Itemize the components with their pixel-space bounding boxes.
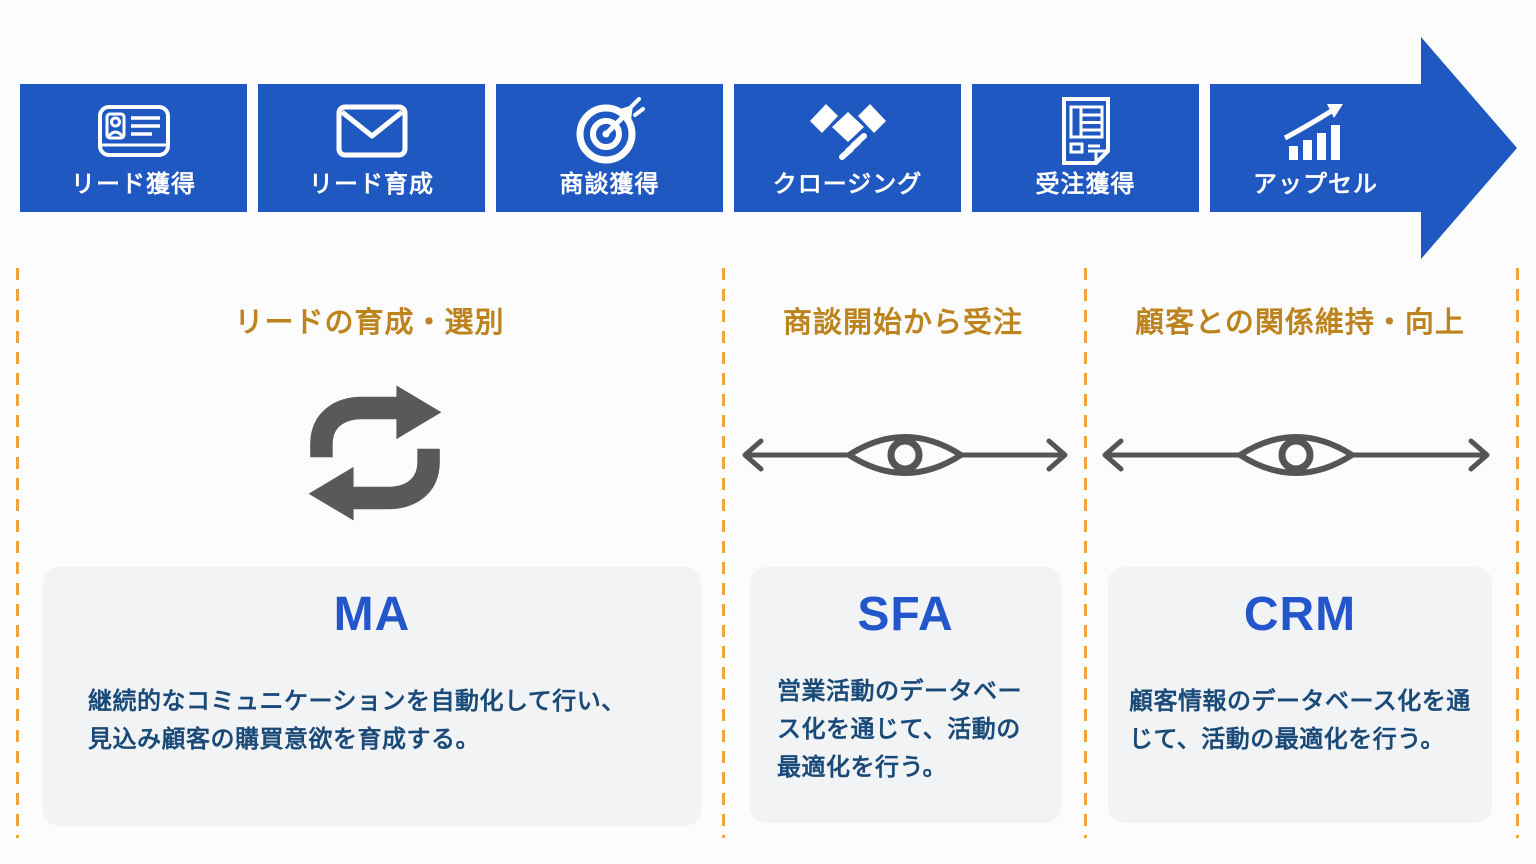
stage-label: リード獲得 bbox=[71, 171, 196, 198]
eye-range-icon bbox=[1097, 425, 1495, 485]
id-card-icon bbox=[96, 92, 172, 170]
section-title-ma: リードの育成・選別 bbox=[234, 307, 505, 339]
card-title: CRM bbox=[1243, 588, 1357, 641]
stage-lead-nurturing: リード育成 bbox=[258, 84, 485, 212]
stage-label: 商談獲得 bbox=[559, 171, 660, 198]
stage-label: クロージング bbox=[772, 171, 923, 198]
card-title: MA bbox=[333, 588, 411, 641]
card-description: 顧客情報のデータベース化を通 じて、活動の最適化を行う。 bbox=[1129, 688, 1471, 753]
flow-arrow-head bbox=[1421, 37, 1517, 259]
section-divider bbox=[722, 268, 725, 838]
card-title: SFA bbox=[857, 588, 954, 641]
stage-label: 受注獲得 bbox=[1035, 171, 1136, 198]
envelope-icon bbox=[335, 92, 409, 170]
stage-label: リード育成 bbox=[309, 171, 434, 198]
stage-deal-acquisition: 商談獲得 bbox=[496, 84, 723, 212]
stage-upsell: アップセル bbox=[1210, 84, 1421, 212]
section-title-crm: 顧客との関係維持・向上 bbox=[1135, 307, 1465, 339]
growth-chart-icon bbox=[1281, 92, 1351, 170]
card-description: 継続的なコミュニケーションを自動化して行い、 見込み顧客の購買意欲を育成する。 bbox=[88, 688, 626, 753]
stage-label: アップセル bbox=[1253, 171, 1378, 198]
card-description: 営業活動のデータベー ス化を通じて、活動の 最適化を行う。 bbox=[777, 678, 1022, 781]
section-title-sfa: 商談開始から受注 bbox=[782, 307, 1023, 339]
repeat-cycle-icon bbox=[300, 378, 450, 528]
stage-lead-acquisition: リード獲得 bbox=[20, 84, 247, 212]
target-arrow-icon bbox=[575, 92, 645, 170]
eye-range-icon bbox=[737, 425, 1073, 485]
order-document-icon bbox=[1058, 92, 1114, 170]
handshake-icon bbox=[806, 92, 890, 170]
card-crm: CRM 顧客情報のデータベース化を通 じて、活動の最適化を行う。 bbox=[1108, 567, 1492, 823]
section-divider bbox=[1516, 268, 1519, 838]
card-sfa: SFA 営業活動のデータベー ス化を通じて、活動の 最適化を行う。 bbox=[750, 567, 1061, 823]
stage-order-acquisition: 受注獲得 bbox=[972, 84, 1199, 212]
stage-closing: クロージング bbox=[734, 84, 961, 212]
section-divider bbox=[16, 268, 19, 838]
card-ma: MA 継続的なコミュニケーションを自動化して行い、 見込み顧客の購買意欲を育成す… bbox=[43, 567, 701, 826]
section-divider bbox=[1084, 268, 1087, 838]
